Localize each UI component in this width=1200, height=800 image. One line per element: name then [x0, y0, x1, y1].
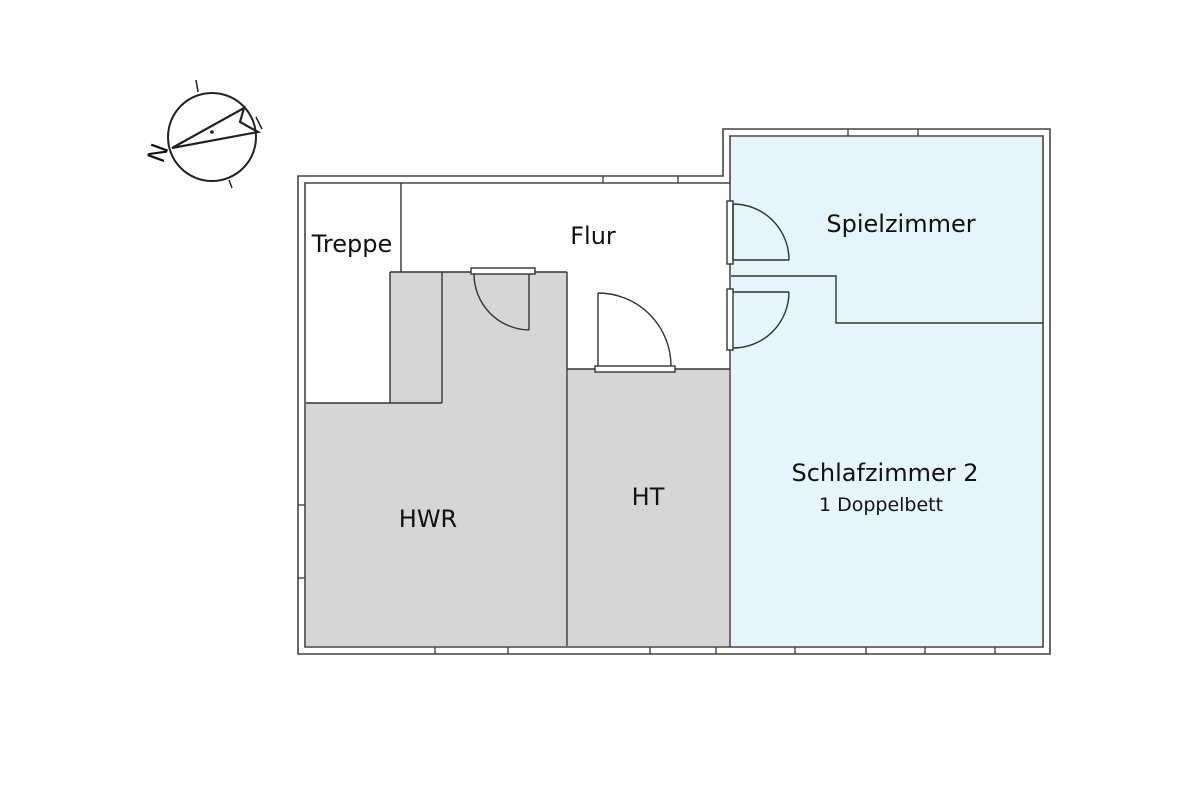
room-label-ht: HT	[632, 483, 665, 511]
spielzimmer-area	[731, 137, 1042, 323]
room-label-hwr: HWR	[399, 505, 457, 533]
window-marks	[298, 129, 996, 654]
schlafzimmer2-area	[731, 277, 1042, 646]
north-label: N	[142, 140, 174, 166]
interior-walls	[306, 183, 1043, 647]
room-label-schlafzimmer2: Schlafzimmer 2	[791, 459, 978, 487]
north-arrow-icon: N	[142, 79, 263, 189]
room-detail-schlafzimmer2: 1 Doppelbett	[819, 494, 943, 516]
hwr-area	[306, 272, 567, 646]
room-label-spielzimmer: Spielzimmer	[826, 210, 975, 238]
ht-area	[568, 369, 729, 646]
room-label-flur: Flur	[570, 222, 616, 250]
room-label-treppe: Treppe	[311, 230, 392, 258]
door-frames	[470, 200, 734, 373]
door-swings	[473, 203, 790, 367]
